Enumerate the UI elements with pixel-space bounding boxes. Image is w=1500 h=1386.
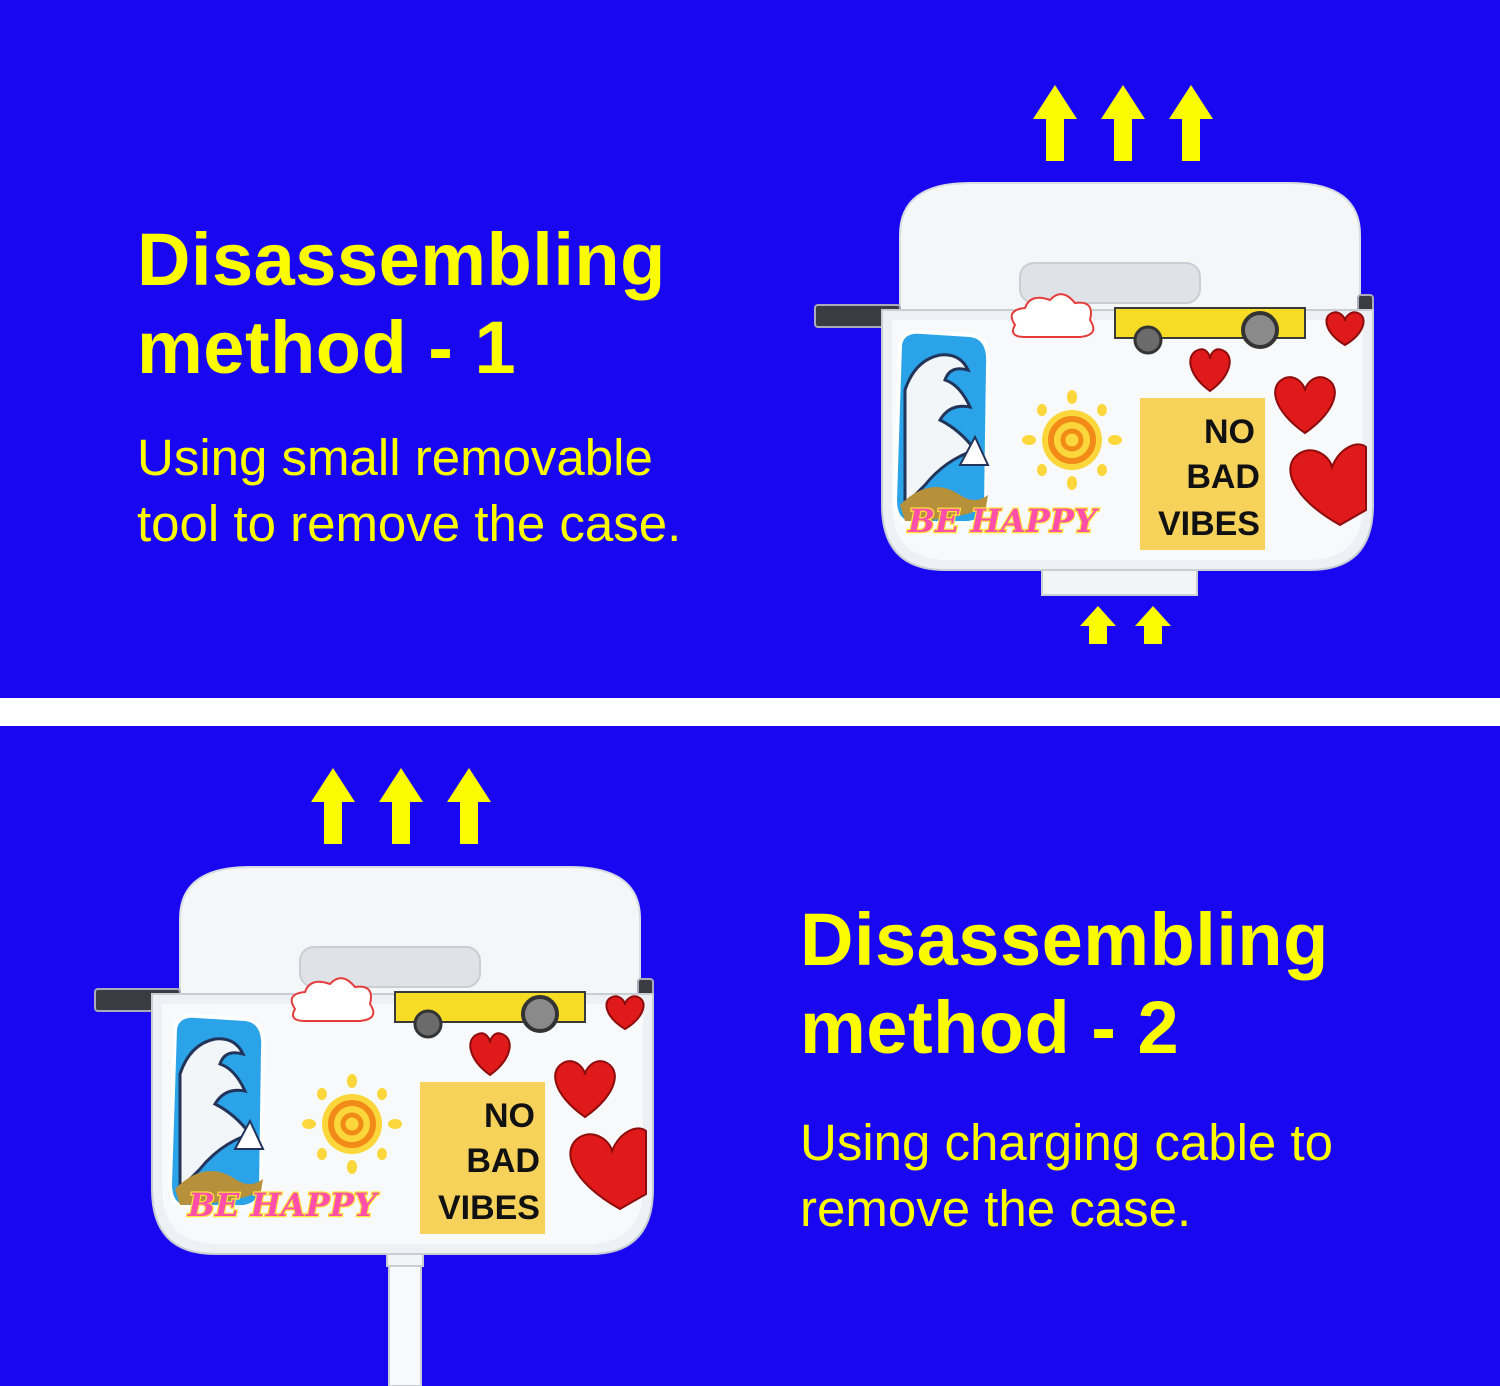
- method-2-desc-line1: Using charging cable to: [800, 1114, 1333, 1171]
- no-bad-vibes-sticker: [1140, 398, 1265, 550]
- heart-icon: [1189, 348, 1231, 393]
- up-arrow-icon: [1080, 606, 1116, 644]
- up-arrow-icon: [379, 768, 423, 844]
- sticker-vibes: VIBES: [1158, 505, 1260, 543]
- method-1-title-line2: method - 1: [137, 306, 517, 389]
- sticker-vibes: VIBES: [438, 1189, 540, 1227]
- up-arrow-icon: [311, 768, 355, 844]
- bus-wheel: [521, 995, 559, 1033]
- method-2-title-line2: method - 2: [800, 986, 1180, 1069]
- heart-icon: [1325, 311, 1365, 347]
- wave-sticker: [167, 1013, 266, 1210]
- up-arrow-icon: [1033, 85, 1077, 161]
- up-arrow-icon: [1135, 606, 1171, 644]
- method-2-description: Using charging cable to remove the case.: [800, 1110, 1333, 1242]
- case-group: BE HAPPY NO BAD VIBES: [94, 866, 654, 1255]
- hinge-slot: [299, 946, 481, 988]
- method-1-description: Using small removable tool to remove the…: [137, 425, 681, 557]
- airpods-case-illustration-1: BE HAPPY NO BAD VIBES: [814, 182, 1374, 596]
- method-1-panel: Disassembling method - 1 Using small rem…: [0, 0, 1500, 698]
- hinge-slot: [1019, 262, 1201, 304]
- sun-sticker: [302, 1074, 402, 1174]
- method-1-desc-line1: Using small removable: [137, 429, 653, 486]
- heart-icon: [469, 1032, 511, 1077]
- case-group: BE HAPPY NO BAD VIBES: [814, 182, 1374, 596]
- sticker-no: NO: [484, 1097, 535, 1135]
- sticker-bad: BAD: [1186, 458, 1260, 496]
- method-1-desc-line2: tool to remove the case.: [137, 495, 682, 552]
- case-lid: [899, 182, 1361, 311]
- be-happy-sticker: BE HAPPY: [187, 1186, 380, 1224]
- cloud-sticker: [1010, 293, 1095, 338]
- heart-icon: [569, 1127, 647, 1211]
- cloud-sticker: [290, 977, 375, 1022]
- method-2-panel: Disassembling method - 2 Using charging …: [0, 726, 1500, 1386]
- bus-wheel: [1133, 325, 1163, 355]
- method-2-title: Disassembling method - 2: [800, 896, 1329, 1072]
- sticker-no: NO: [1204, 413, 1255, 451]
- method-2-title-line1: Disassembling: [800, 898, 1329, 981]
- bus-wheel: [1241, 311, 1279, 349]
- heart-icon: [554, 1060, 616, 1119]
- up-arrow-icon: [447, 768, 491, 844]
- section-divider: [0, 698, 1500, 726]
- method-2-desc-line2: remove the case.: [800, 1180, 1192, 1237]
- lift-arrows-bottom: [1080, 606, 1171, 644]
- heart-icon: [1289, 443, 1367, 527]
- lift-arrows-top-2: [311, 768, 491, 844]
- case-lid: [179, 866, 641, 995]
- lift-arrows-top: [1033, 85, 1213, 161]
- wave-sticker: [892, 329, 991, 526]
- airpods-case-illustration-2: BE HAPPY NO BAD VIBES: [94, 866, 654, 1255]
- method-1-title-line1: Disassembling: [137, 218, 666, 301]
- method-1-title: Disassembling method - 1: [137, 216, 666, 392]
- heart-icon: [1274, 376, 1336, 435]
- bus-wheel: [413, 1009, 443, 1039]
- up-arrow-icon: [1101, 85, 1145, 161]
- be-happy-sticker: BE HAPPY: [907, 502, 1100, 540]
- bottom-tab: [1041, 569, 1198, 596]
- up-arrow-icon: [1169, 85, 1213, 161]
- no-bad-vibes-sticker: [420, 1082, 545, 1234]
- heart-icon: [605, 995, 645, 1031]
- sticker-bad: BAD: [466, 1142, 540, 1180]
- sun-sticker: [1022, 390, 1122, 490]
